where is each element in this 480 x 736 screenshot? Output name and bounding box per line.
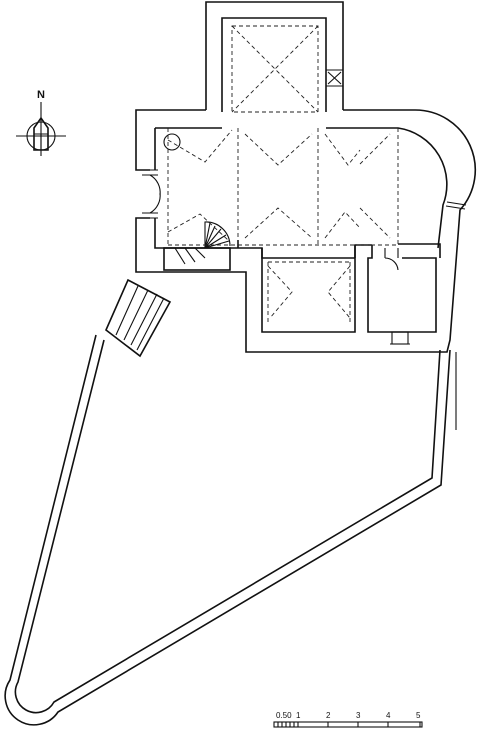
door-arc-upper [149,174,161,196]
enclosure-wall [4,334,457,726]
scale-label-4: 4 [386,711,391,720]
door-arc-lower [149,192,161,214]
outer-walls [135,1,477,353]
scale-label-3: 3 [356,711,361,720]
vault-lines [167,25,399,325]
scale-label-2: 2 [326,711,331,720]
buttress [391,331,409,345]
tower-vent [326,69,343,87]
interior-walls [149,69,441,345]
scale-bar: 0.50 1 2 3 4 5 [273,711,423,728]
north-label: N [37,89,45,101]
north-arrow: N [16,89,66,156]
spiral-stair [174,221,231,265]
external-stair [105,278,172,358]
scale-label-050: 0.50 [276,711,292,720]
stair-landing [163,247,231,271]
scale-label-5: 5 [416,711,421,720]
font-circle [163,133,181,151]
door-arc-sacristy [384,248,399,271]
scale-label-1: 1 [296,711,301,720]
